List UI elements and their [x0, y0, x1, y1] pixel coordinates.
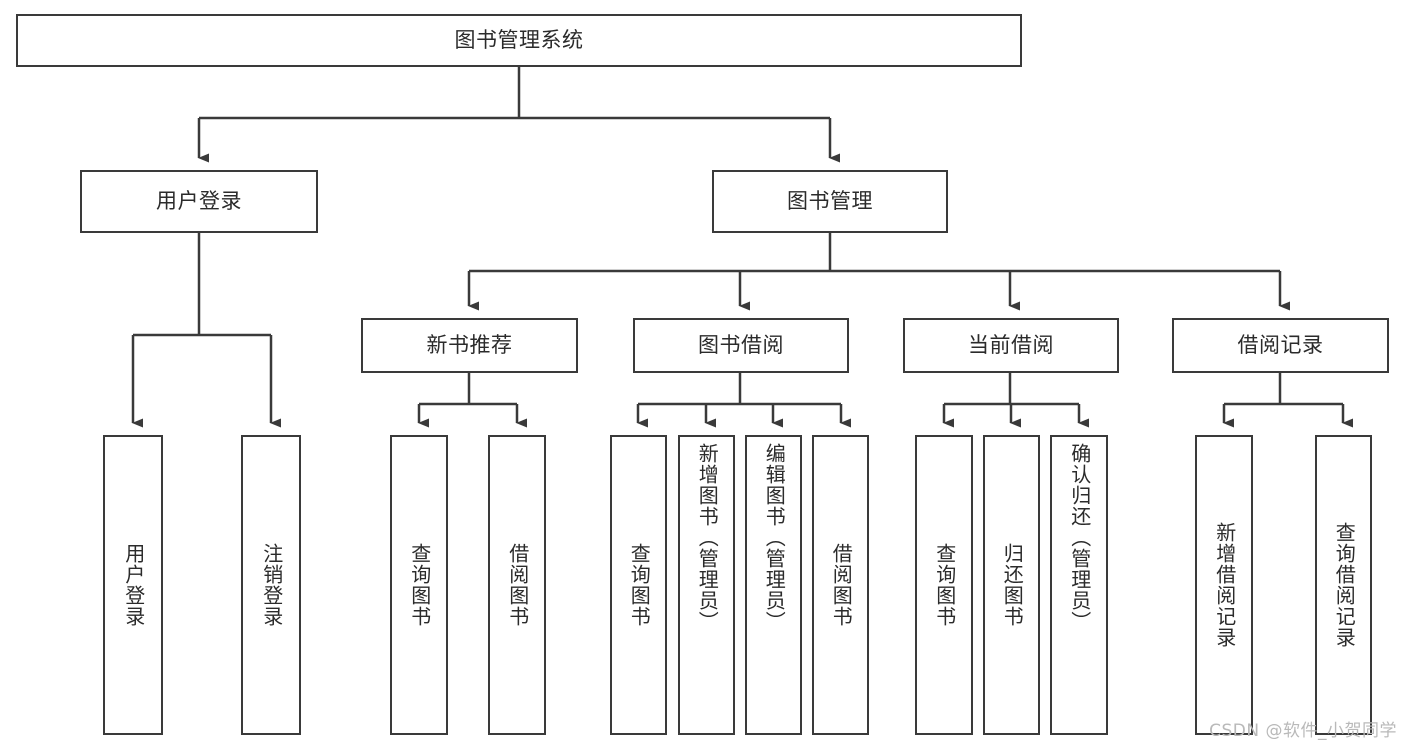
- leaf-query-book-recommend[interactable]: 查询图书: [390, 435, 448, 735]
- leaf-add-book-admin[interactable]: 新增图书（管理员）: [678, 435, 735, 735]
- node-current-borrow[interactable]: 当前借阅: [903, 318, 1119, 373]
- node-label: 借阅图书: [505, 543, 530, 627]
- leaf-return-book[interactable]: 归还图书: [983, 435, 1040, 735]
- node-label: 归还图书: [1000, 543, 1025, 627]
- leaf-borrow-book[interactable]: 借阅图书: [812, 435, 869, 735]
- leaf-edit-book-admin[interactable]: 编辑图书（管理员）: [745, 435, 802, 735]
- node-label: 编辑图书（管理员）: [762, 443, 787, 632]
- node-root-system[interactable]: 图书管理系统: [16, 14, 1022, 67]
- node-label: 用户登录: [156, 189, 242, 214]
- leaf-query-book-current[interactable]: 查询图书: [915, 435, 973, 735]
- leaf-query-borrow-record[interactable]: 查询借阅记录: [1315, 435, 1372, 735]
- node-book-borrow[interactable]: 图书借阅: [633, 318, 849, 373]
- node-borrow-record[interactable]: 借阅记录: [1172, 318, 1389, 373]
- node-book-management[interactable]: 图书管理: [712, 170, 948, 233]
- node-label: 确认归还（管理员）: [1067, 443, 1092, 632]
- node-label: 新增图书（管理员）: [695, 443, 720, 632]
- node-label: 当前借阅: [968, 333, 1054, 358]
- node-label: 注销登录: [259, 543, 284, 627]
- node-label: 查询图书: [932, 543, 957, 627]
- node-label: 查询图书: [407, 543, 432, 627]
- node-user-login[interactable]: 用户登录: [80, 170, 318, 233]
- node-label: 新书推荐: [426, 333, 513, 358]
- node-label: 用户登录: [121, 543, 146, 627]
- node-label: 图书管理: [787, 189, 873, 214]
- leaf-borrow-book-recommend[interactable]: 借阅图书: [488, 435, 546, 735]
- node-label: 查询图书: [627, 543, 652, 627]
- node-label: 查询借阅记录: [1332, 522, 1357, 648]
- csdn-watermark: CSDN @软件_小贺同学: [1209, 721, 1397, 741]
- leaf-logout-login[interactable]: 注销登录: [241, 435, 301, 735]
- leaf-query-book-borrow[interactable]: 查询图书: [610, 435, 667, 735]
- node-new-book-recommend[interactable]: 新书推荐: [361, 318, 578, 373]
- node-label: 借阅图书: [829, 543, 854, 627]
- node-label: 图书管理系统: [454, 28, 584, 53]
- leaf-user-login[interactable]: 用户登录: [103, 435, 163, 735]
- node-label: 借阅记录: [1237, 333, 1324, 358]
- leaf-add-borrow-record[interactable]: 新增借阅记录: [1195, 435, 1253, 735]
- leaf-confirm-return-admin[interactable]: 确认归还（管理员）: [1050, 435, 1108, 735]
- node-label: 新增借阅记录: [1212, 522, 1237, 648]
- node-label: 图书借阅: [698, 333, 784, 358]
